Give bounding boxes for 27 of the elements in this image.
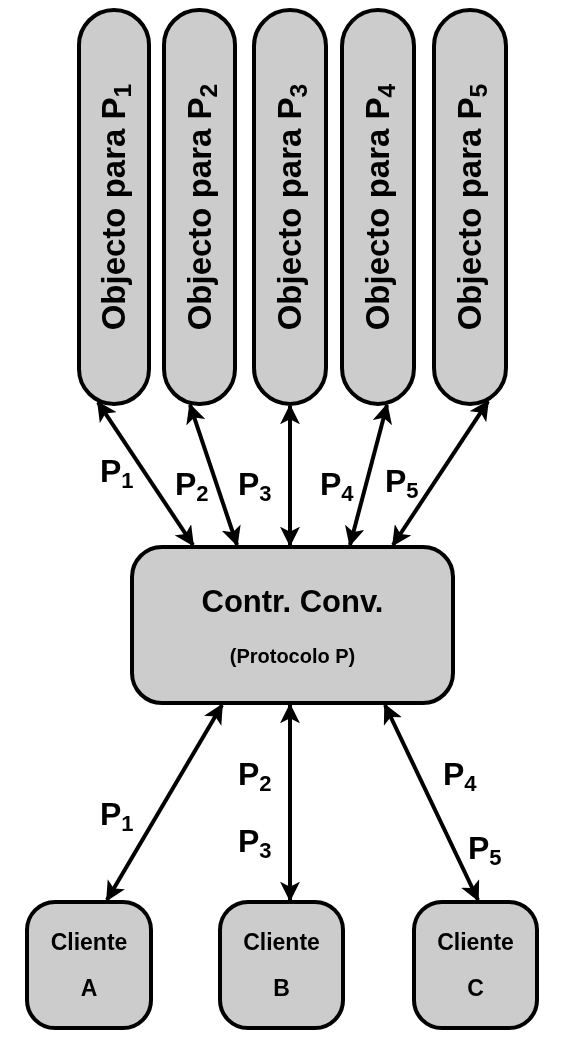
protocol-label: P$_{5}$ (468, 832, 502, 864)
edge-label: P$_{2}$ (175, 468, 209, 500)
edge-label: P$_{4}$ (320, 468, 354, 500)
double-arrow (105, 703, 224, 902)
edge-label: P$_{5}$ (385, 465, 419, 497)
controller-subtitle: (Protocolo P) (229, 644, 356, 670)
client-label: Cliente B (242, 928, 321, 1003)
edge-label: P$_{3}$ (238, 468, 272, 500)
double-arrow (96, 400, 195, 547)
protocol-label: P$_{3}$ (238, 825, 272, 857)
client-label: Cliente A (49, 928, 129, 1003)
double-arrow (345, 403, 392, 547)
double-arrow (186, 403, 241, 547)
client-box (218, 900, 345, 1030)
double-arrow (391, 400, 490, 547)
edge-label: P$_{1}$ (100, 455, 134, 487)
protocol-label: P$_{4}$ (443, 758, 477, 790)
double-arrow (383, 703, 480, 902)
double-arrow (280, 404, 300, 547)
client-box (412, 900, 539, 1030)
protocol-label: P$_{2}$ (238, 758, 272, 790)
client-box (25, 900, 153, 1030)
edge-label: P$_{1}$ (100, 798, 134, 830)
double-arrow (280, 703, 300, 902)
controller-box (130, 545, 455, 705)
controller-title: Contr. Conv. (201, 582, 384, 621)
client-label: Cliente C (436, 928, 515, 1003)
